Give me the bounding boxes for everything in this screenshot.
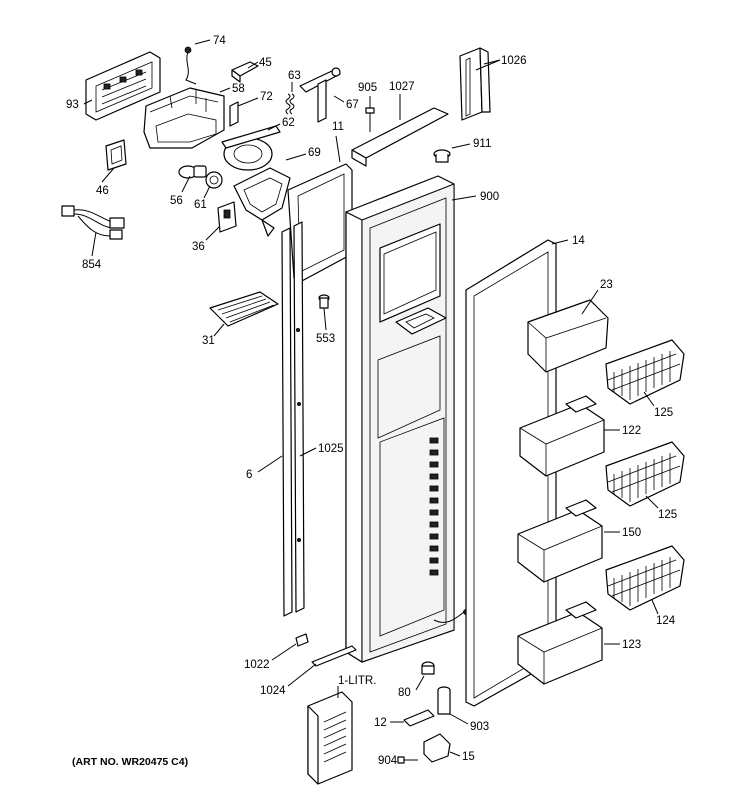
label-69: 69: [308, 147, 321, 159]
label-14: 14: [572, 235, 585, 247]
manual-booklet-part: [307, 691, 353, 785]
lamp-56-part: [178, 165, 207, 179]
socket-61-part: [205, 171, 223, 189]
label-15: 15: [462, 751, 475, 763]
label-61: 61: [194, 199, 207, 211]
label-854: 854: [82, 259, 102, 271]
leader-lines: [83, 39, 659, 757]
housing-58-part: [143, 87, 225, 149]
label-80: 80: [398, 687, 411, 699]
bracket-45-part: [231, 61, 259, 83]
label-911: 911: [473, 138, 491, 150]
label-67: 67: [346, 99, 359, 111]
label-1-litr: 1-LITR.: [338, 675, 376, 687]
trim-1027-part: [351, 107, 449, 167]
label-36: 36: [192, 241, 205, 253]
label-46: 46: [96, 185, 109, 197]
label-1025: 1025: [318, 443, 344, 455]
part-labels: 74 93 45 58 63 72 905 1027 1026 67 62 11…: [66, 35, 677, 767]
housing-15-part: [423, 733, 451, 763]
label-63: 63: [288, 70, 301, 82]
basket-125-top-part: [605, 339, 685, 405]
trim-1024-part: [311, 645, 357, 667]
hinge-trim-1026-part: [459, 47, 491, 121]
shelf-123-part: [517, 601, 603, 685]
control-panel-part: [85, 51, 161, 121]
switch-46-part: [105, 139, 127, 171]
label-124: 124: [656, 615, 676, 627]
trim-1025-part: [293, 221, 305, 613]
screw-904-part: [397, 756, 418, 764]
label-58: 58: [232, 83, 245, 95]
actuator-67-part: [299, 67, 341, 123]
spring-63-part: [285, 93, 295, 115]
label-1022: 1022: [244, 659, 270, 671]
label-123: 123: [622, 639, 641, 651]
label-1024: 1024: [260, 685, 286, 697]
label-12: 12: [374, 717, 387, 729]
label-900: 900: [480, 191, 499, 203]
label-125-top: 125: [654, 407, 673, 419]
wire-74-part: [184, 46, 197, 85]
bracket-12-part: [403, 709, 435, 727]
switch-36-part: [217, 201, 237, 233]
label-903: 903: [470, 721, 489, 733]
plug-553-part: [318, 294, 330, 309]
art-number: (ART NO. WR20475 C4): [72, 756, 188, 768]
label-1026: 1026: [501, 55, 527, 67]
label-72: 72: [260, 91, 273, 103]
clip-1022-part: [295, 633, 309, 647]
label-56: 56: [170, 195, 183, 207]
basket-125-mid-part: [605, 441, 685, 507]
label-74: 74: [213, 35, 226, 47]
bracket-72-part: [229, 101, 239, 127]
shelf-150-part: [517, 499, 603, 583]
bushing-911-part: [433, 149, 451, 163]
label-1027: 1027: [389, 81, 415, 93]
screw-905-part: [365, 107, 375, 132]
actuator-62-part: [221, 125, 281, 171]
label-905: 905: [358, 82, 377, 94]
label-904: 904: [378, 755, 398, 767]
label-150: 150: [622, 527, 641, 539]
basket-124-part: [605, 545, 685, 611]
harness-854-part: [61, 205, 125, 240]
trim-6-part: [281, 227, 293, 617]
label-23: 23: [600, 279, 613, 291]
shelf-122-part: [519, 395, 605, 477]
label-6: 6: [246, 469, 252, 481]
tube-903-part: [437, 686, 451, 715]
label-31: 31: [202, 335, 215, 347]
nut-80-part: [421, 661, 435, 675]
grille-31-part: [209, 291, 279, 327]
label-553: 553: [316, 333, 335, 345]
label-125-mid: 125: [658, 509, 677, 521]
label-11: 11: [332, 121, 344, 133]
bin-23-part: [527, 299, 609, 373]
funnel-69-part: [233, 167, 291, 237]
label-122: 122: [622, 425, 641, 437]
door-900-part: [345, 175, 469, 663]
label-45: 45: [259, 57, 272, 69]
label-93: 93: [66, 99, 79, 111]
label-62: 62: [282, 117, 295, 129]
